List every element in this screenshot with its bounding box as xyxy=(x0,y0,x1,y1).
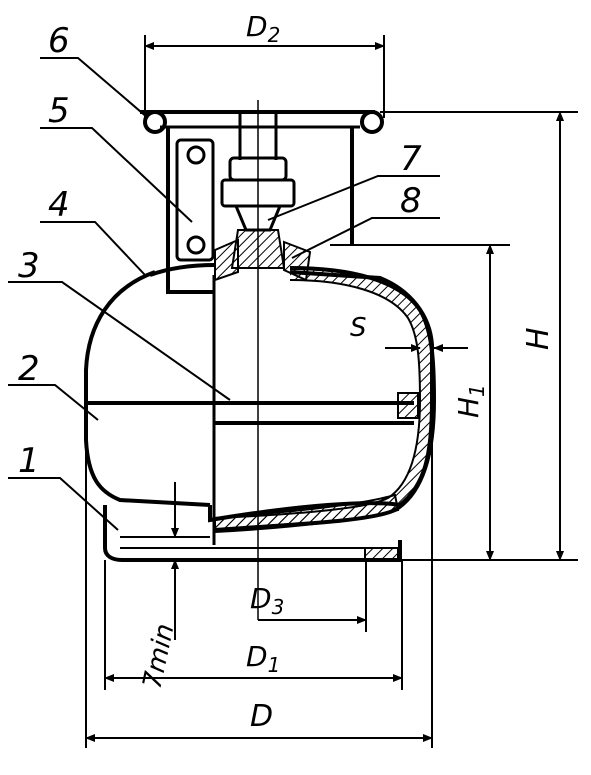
leader-2 xyxy=(8,384,99,421)
leader-7 xyxy=(267,175,440,221)
part-label-6: 6 xyxy=(48,21,70,61)
leader-4 xyxy=(40,221,146,276)
dim-label-d1-main: D xyxy=(246,640,268,673)
support-shoe xyxy=(103,493,402,562)
part-labels: 1 2 3 4 5 6 7 8 xyxy=(18,21,422,481)
leader-3 xyxy=(8,281,231,401)
hinge-bolt-bottom-icon xyxy=(186,235,206,255)
dim-label-h1: H1 xyxy=(452,384,489,418)
dim-label-h1-sub: 1 xyxy=(465,384,489,397)
weld-bead xyxy=(397,392,419,419)
part-label-2: 2 xyxy=(18,349,40,389)
shoe-hatch xyxy=(364,547,399,561)
dimension-labels: D2 H H1 S 7min D3 D1 D xyxy=(138,10,556,734)
section-inner xyxy=(214,279,422,519)
dim-label-h: H xyxy=(521,327,556,350)
part-label-3: 3 xyxy=(18,246,40,286)
part-label-4: 4 xyxy=(48,185,70,225)
dim-label-h1-main: H xyxy=(452,397,485,418)
hinge-plate xyxy=(175,138,215,262)
leader-5 xyxy=(40,127,193,223)
dim-label-s: S xyxy=(350,313,367,343)
dim-label-d3: D3 xyxy=(250,582,284,619)
dim-label-d: D xyxy=(250,699,273,734)
collar-left-wall xyxy=(166,127,214,294)
part-label-8: 8 xyxy=(400,181,422,221)
dim-label-d2-sub: 2 xyxy=(268,23,281,47)
leaders xyxy=(8,57,440,531)
part-label-1: 1 xyxy=(18,441,40,481)
dim-label-d1: D1 xyxy=(246,640,280,677)
cylinder-outer-wall xyxy=(84,270,434,523)
dimension-lines xyxy=(85,35,578,748)
dim-label-d2: D2 xyxy=(246,10,280,47)
upper-head-left xyxy=(149,263,216,277)
hinge-bolt-top-icon xyxy=(186,145,206,165)
part-label-5: 5 xyxy=(48,91,70,131)
dim-label-d3-sub: 3 xyxy=(272,595,285,619)
handle-ring-left-icon xyxy=(143,110,167,134)
part-label-7: 7 xyxy=(400,139,422,179)
lower-head-hatch xyxy=(214,493,400,534)
valve xyxy=(214,112,312,282)
dim-label-d2-main: D xyxy=(246,10,268,43)
handle-ring-right-icon xyxy=(360,110,384,134)
dim-label-7min: 7min xyxy=(138,621,181,691)
dim-label-d3-main: D xyxy=(250,582,272,615)
leader-8 xyxy=(291,217,440,259)
leader-1 xyxy=(8,477,119,531)
dim-label-d1-sub: 1 xyxy=(268,653,281,677)
boss-right-hatch xyxy=(283,240,312,282)
boss-left-hatch xyxy=(214,238,239,282)
leader-6 xyxy=(40,57,149,119)
